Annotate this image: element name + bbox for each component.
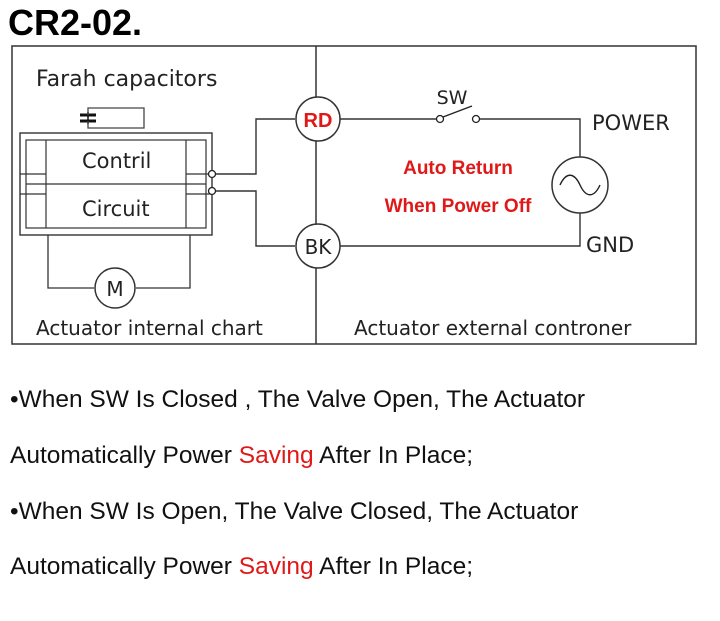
block-top-label: Contril <box>82 149 151 173</box>
note-1-text-post: After In Place; <box>313 442 474 469</box>
rd-label: RD <box>304 110 333 132</box>
diagram-frame <box>11 45 697 345</box>
motor-label: M <box>106 277 123 301</box>
note-2-line-1: •When SW Is Open, The Valve Closed, The … <box>10 498 579 525</box>
control-circuit-block <box>19 132 213 236</box>
note-1-text-pre: Automatically Power <box>10 442 239 469</box>
page-title: CR2-02. <box>8 2 143 43</box>
note-1-line-1: •When SW Is Closed , The Valve Open, The… <box>10 386 586 413</box>
block-bottom-label: Circuit <box>82 197 150 221</box>
right-caption: Actuator external controner <box>354 316 632 340</box>
motor-icon <box>94 267 136 309</box>
power-label: POWER <box>592 111 670 135</box>
terminal-bk <box>207 186 217 196</box>
gnd-label: GND <box>586 233 634 257</box>
note-2-text-post: After In Place; <box>313 553 474 580</box>
auto-return-note: Auto Return <box>403 158 513 179</box>
sw-label: SW <box>437 87 468 109</box>
note-1-highlight: Saving <box>238 442 314 469</box>
note-1-line-2: Automatically Power Saving After In Plac… <box>10 442 473 470</box>
capacitors-label: Farah capacitors <box>36 67 217 92</box>
left-caption: Actuator internal chart <box>36 316 263 340</box>
switch-icon <box>435 105 481 124</box>
note-2-line-2: Automatically Power Saving After In Plac… <box>10 553 473 581</box>
note-2-highlight: Saving <box>238 553 314 580</box>
power-off-note: When Power Off <box>385 196 532 217</box>
terminal-rd <box>207 169 217 179</box>
wiring-diagram: Farah capacitors Contril Circuit M RD BK <box>11 45 697 345</box>
note-2-text-pre: Automatically Power <box>10 553 239 580</box>
bk-label: BK <box>305 235 333 259</box>
